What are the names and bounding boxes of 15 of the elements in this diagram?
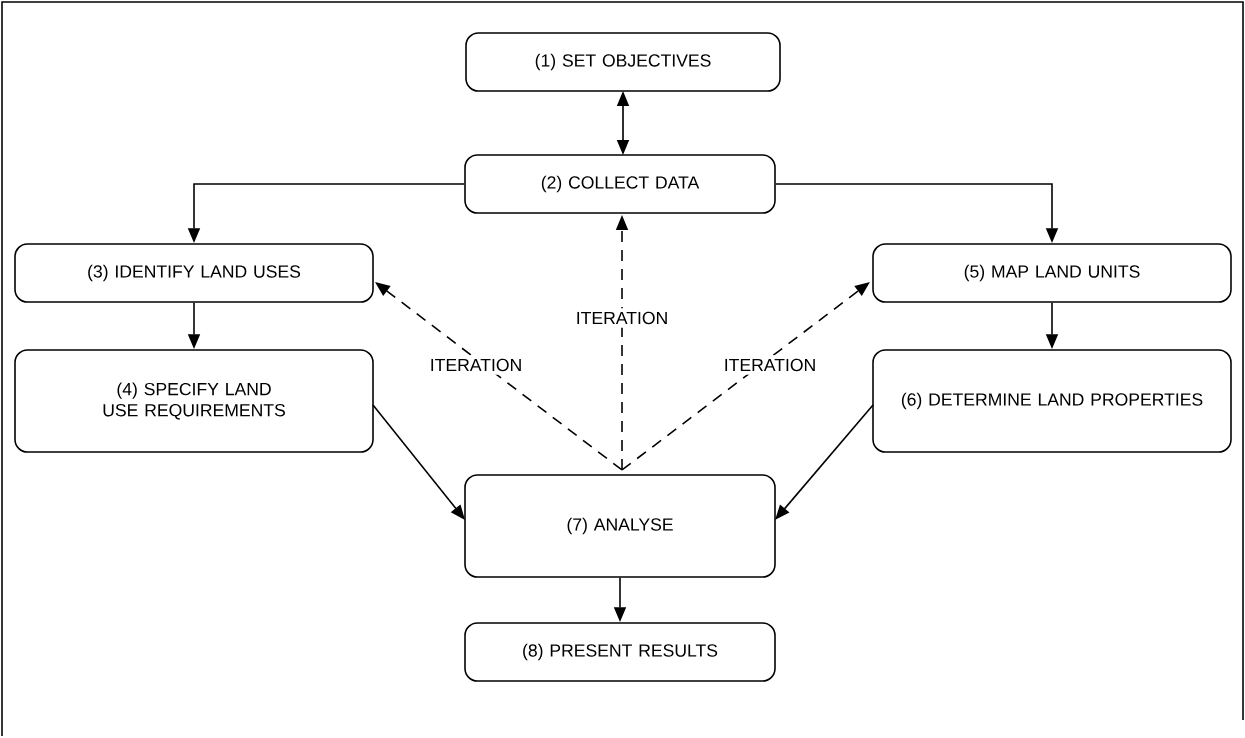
edge-label: ITERATION xyxy=(577,311,667,325)
arrow xyxy=(775,404,874,520)
process-box: (8) PRESENT RESULTS xyxy=(464,622,776,682)
arrow xyxy=(621,282,870,471)
process-box: (6) DETERMINE LAND PROPERTIES xyxy=(872,349,1232,453)
arrow xyxy=(375,282,623,471)
process-box: (7) ANALYSE xyxy=(464,474,776,578)
process-box: (3) IDENTIFY LAND USES xyxy=(14,243,374,303)
process-box: (1) SET OBJECTIVES xyxy=(465,32,781,92)
process-box: (4) SPECIFY LAND USE REQUIREMENTS xyxy=(14,349,374,453)
edge-label: ITERATION xyxy=(725,358,815,372)
process-box: (5) MAP LAND UNITS xyxy=(872,243,1232,303)
arrow xyxy=(372,404,465,520)
process-box: (2) COLLECT DATA xyxy=(464,154,776,214)
edge-label: ITERATION xyxy=(431,358,521,372)
